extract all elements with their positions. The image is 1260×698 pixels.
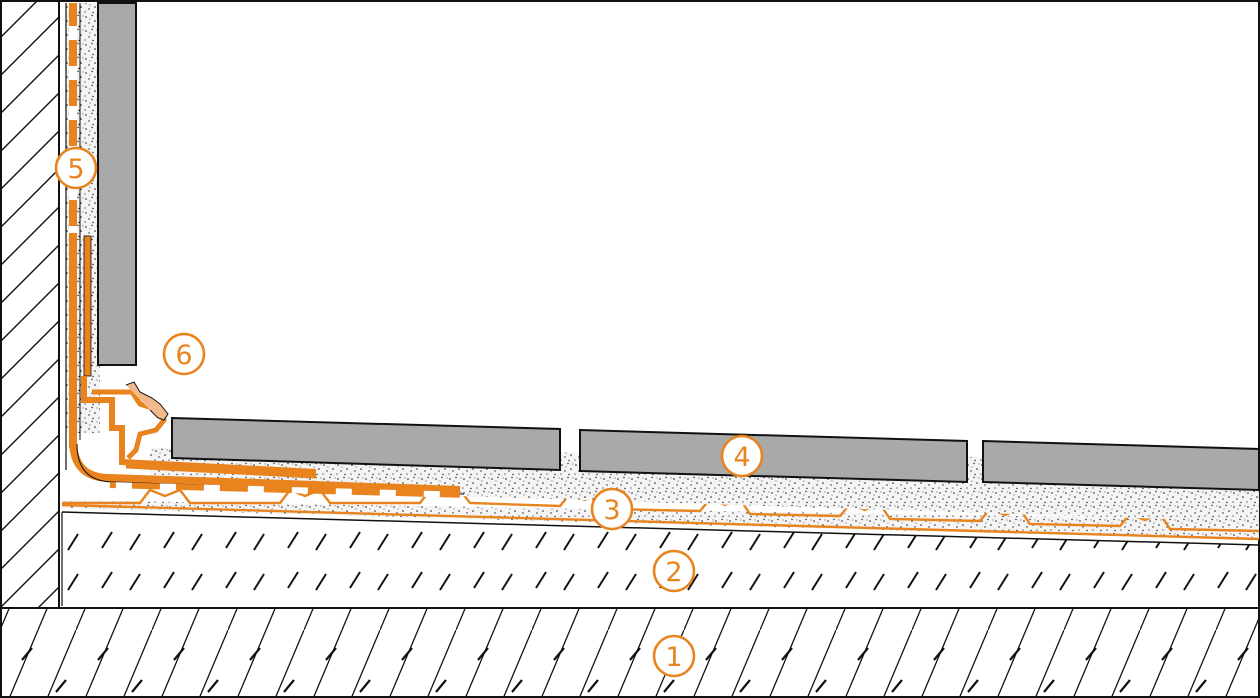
callout-5-label: 5 <box>67 154 84 185</box>
callout-5: 5 <box>54 146 98 190</box>
callout-6: 6 <box>162 332 206 376</box>
base-slab <box>1 607 1259 697</box>
wall <box>1 1 60 608</box>
callout-3: 3 <box>590 487 634 531</box>
wall-waterproofing <box>65 3 92 470</box>
callout-2-label: 2 <box>665 557 682 588</box>
floor-sealing-tape <box>109 482 460 498</box>
floor-tile <box>982 439 1260 492</box>
floor-tiles <box>171 416 1260 492</box>
callout-3-label: 3 <box>603 495 620 526</box>
floor-tile <box>579 428 968 484</box>
floor-tile <box>171 416 561 472</box>
edge-profile <box>81 376 317 479</box>
callout-4: 4 <box>720 434 764 478</box>
callout-1: 1 <box>652 634 696 678</box>
wall-tile <box>97 2 137 366</box>
callout-2: 2 <box>652 549 696 593</box>
callout-4-label: 4 <box>733 442 750 473</box>
callout-1-label: 1 <box>665 642 682 673</box>
callout-6-label: 6 <box>175 340 192 371</box>
